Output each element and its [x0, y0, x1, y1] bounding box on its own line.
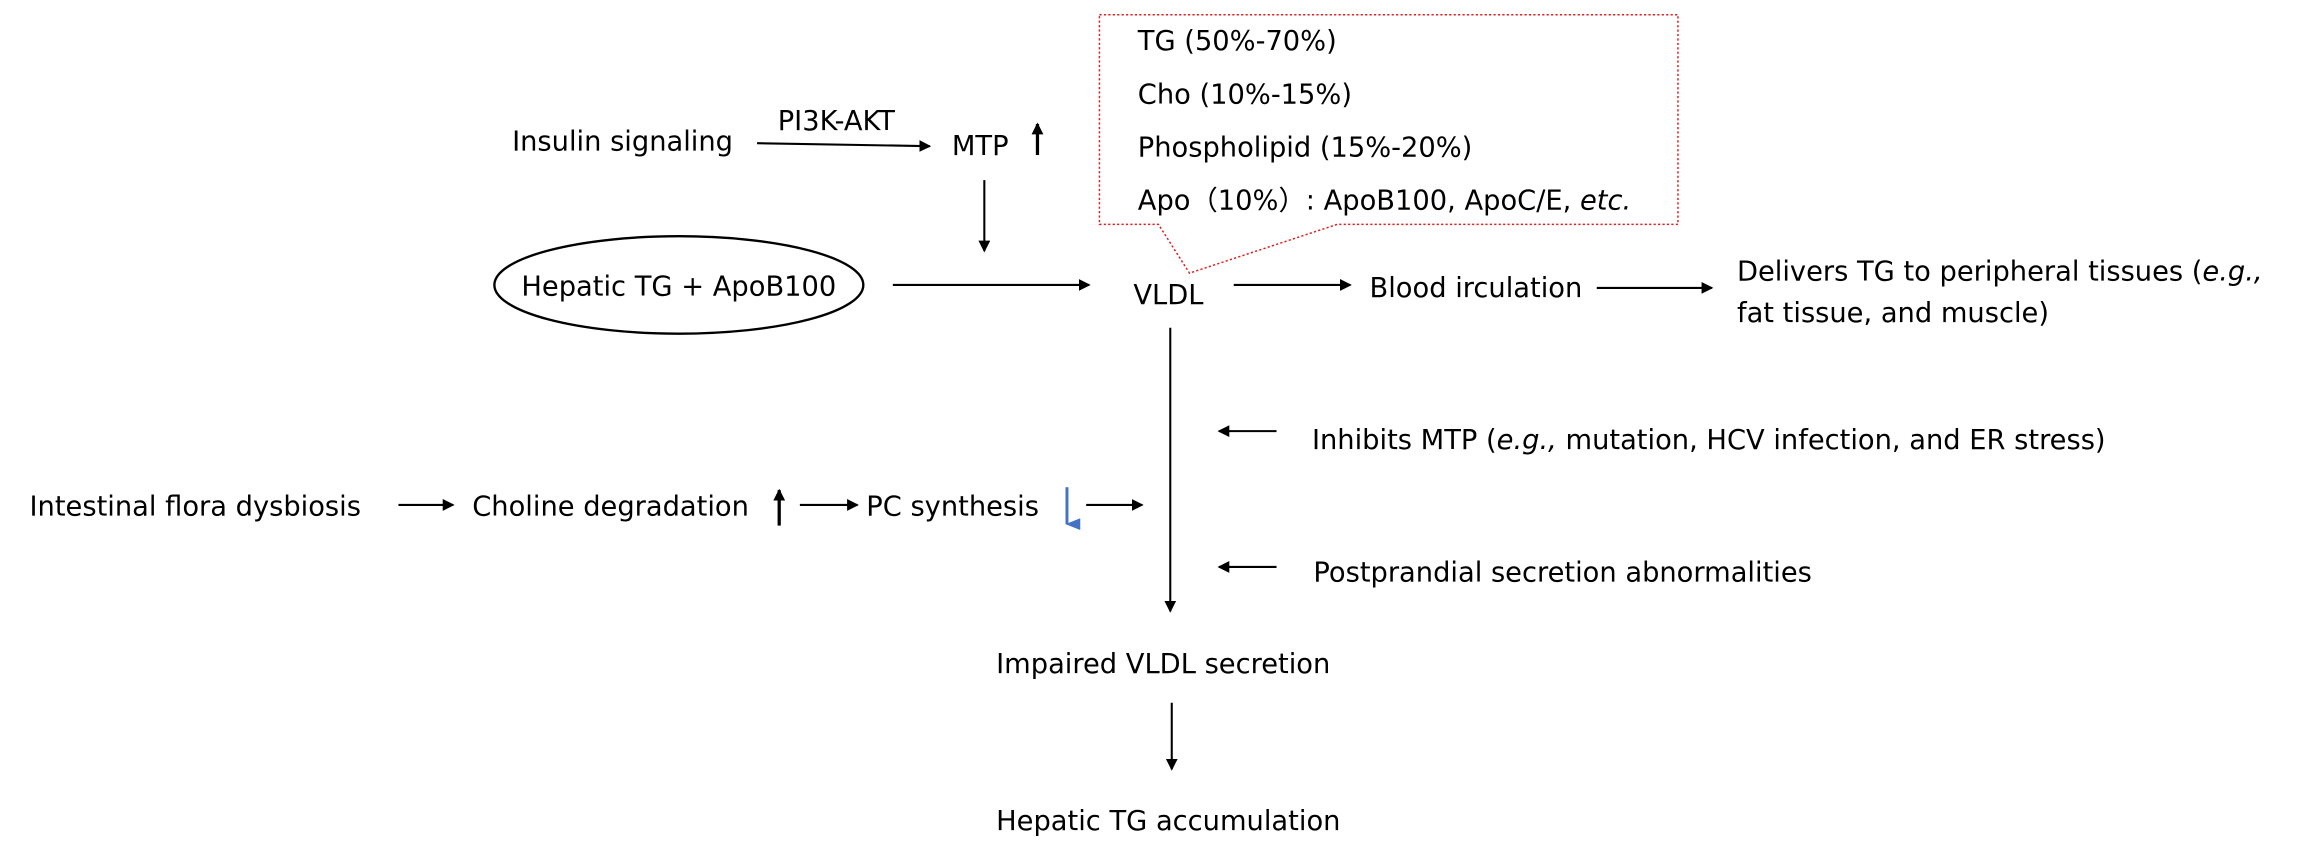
impaired-vldl-label: Impaired VLDL secretion [996, 649, 1330, 680]
vldl-label: VLDL [1133, 280, 1204, 311]
delivers-line1: Delivers TG to peripheral tissues (e.g., [1737, 257, 2263, 288]
flora-dysbiosis-label: Intestinal flora dysbiosis [30, 491, 361, 522]
hepatic-tg-accumulation-label: Hepatic TG accumulation [996, 806, 1340, 837]
postprandial-label: Postprandial secretion abnormalities [1313, 558, 1811, 589]
pc-synthesis-label: PC synthesis [866, 491, 1039, 522]
composition-callout [1098, 14, 1679, 275]
hepatic-ellipse [493, 235, 865, 335]
insulin-signaling-label: Insulin signaling [512, 127, 733, 158]
pi3k-akt-label: PI3K-AKT [778, 106, 896, 137]
insulin-to-mtp-arrow [757, 140, 932, 152]
callout-cho: Cho (10%-15%) [1138, 79, 1352, 110]
mtp-label: MTP [952, 131, 1009, 162]
callout-phospholipid: Phospholipid (15%-20%) [1138, 132, 1473, 163]
inhibits-mtp-label: Inhibits MTP (e.g., mutation, HCV infect… [1312, 425, 2106, 456]
choline-degradation-label: Choline degradation [472, 491, 749, 522]
hepatic-tg-apob100-label: Hepatic TG + ApoB100 [521, 271, 836, 302]
callout-tg: TG (50%-70%) [1137, 26, 1337, 57]
blood-circulation-label: Blood irculation [1370, 273, 1583, 304]
callout-apo: Apo（10%）: ApoB100, ApoC/E, etc. [1138, 186, 1631, 217]
delivers-line2: fat tissue, and muscle) [1737, 298, 2049, 329]
